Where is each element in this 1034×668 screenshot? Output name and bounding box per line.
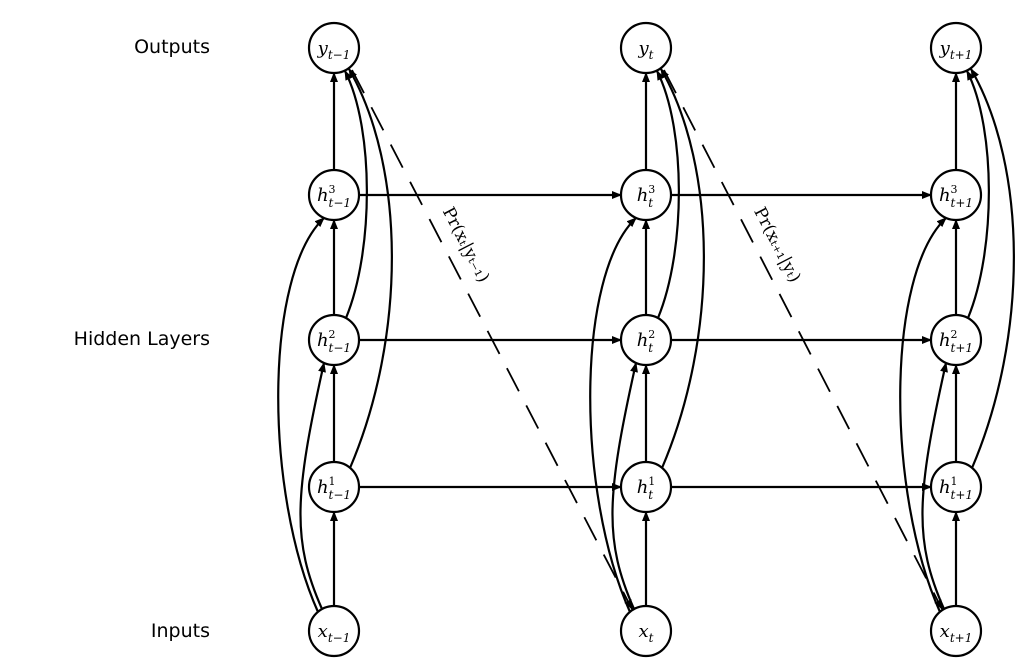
svg-text:xt+1: xt+1 <box>940 621 973 645</box>
prediction-label: Pr(xₜ₊₁|yₜ) <box>749 204 804 286</box>
svg-text:yt−1: yt−1 <box>317 38 351 62</box>
input-to-h2-skip-arrow <box>299 362 326 610</box>
svg-text:xt: xt <box>639 621 654 645</box>
input-node: xt−1 <box>307 604 361 658</box>
output-node: yt−1 <box>307 21 361 75</box>
prediction-dashed-arrow <box>351 69 633 610</box>
svg-text:h3t−1: h3t−1 <box>317 183 351 210</box>
h1-to-output-skip-arrow <box>660 68 705 469</box>
svg-text:yt+1: yt+1 <box>939 38 973 62</box>
svg-text:h1t+1: h1t+1 <box>939 475 973 502</box>
inputs-row-label: Inputs <box>150 620 210 642</box>
h2-to-output-skip-arrow <box>344 70 368 319</box>
svg-text:h1t: h1t <box>637 475 656 502</box>
input-to-h3-skip-arrow <box>899 217 947 613</box>
svg-text:h2t+1: h2t+1 <box>939 328 973 355</box>
input-to-h2-skip-arrow <box>921 362 948 610</box>
h2-to-output-skip-arrow <box>656 70 680 319</box>
output-node: yt+1 <box>929 21 983 75</box>
output-node: yt <box>619 21 673 75</box>
input-to-h2-skip-arrow <box>611 362 638 610</box>
svg-text:h3t+1: h3t+1 <box>939 183 973 210</box>
h2-to-output-skip-arrow <box>966 70 990 319</box>
prediction-label: Pr(xₜ|yₜ₋₁) <box>438 204 494 286</box>
input-to-h3-skip-arrow <box>277 217 325 613</box>
svg-text:yt: yt <box>638 38 654 62</box>
svg-text:h2t−1: h2t−1 <box>317 328 351 355</box>
outputs-row-label: Outputs <box>134 36 210 58</box>
svg-text:xt−1: xt−1 <box>318 621 351 645</box>
input-node: xt <box>619 604 673 658</box>
hidden-layers-row-label: Hidden Layers <box>73 328 210 350</box>
svg-text:h2t: h2t <box>637 328 656 355</box>
h1-to-output-skip-arrow <box>970 68 1015 469</box>
input-to-h3-skip-arrow <box>589 217 637 613</box>
svg-text:h3t: h3t <box>637 183 656 210</box>
svg-text:h1t−1: h1t−1 <box>317 475 351 502</box>
h1-to-output-skip-arrow <box>348 68 393 469</box>
input-node: xt+1 <box>929 604 983 658</box>
prediction-dashed-arrow <box>663 69 943 610</box>
